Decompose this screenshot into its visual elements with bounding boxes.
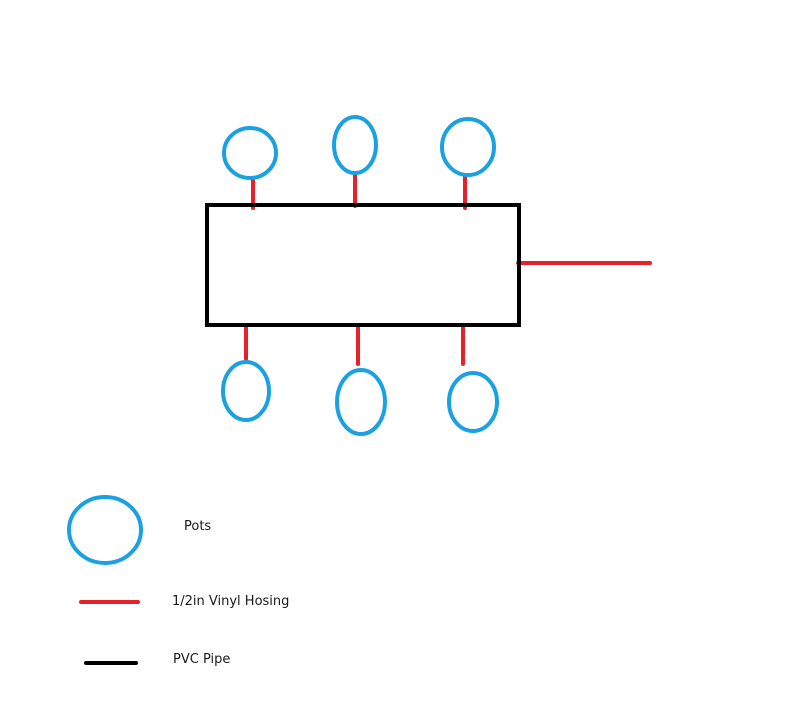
pot-bottom-1 xyxy=(221,360,271,422)
pvc-pipe-loop xyxy=(205,203,521,327)
legend-pvc-label: PVC Pipe xyxy=(173,652,231,667)
legend-pot-icon xyxy=(67,495,143,565)
pot-top-3 xyxy=(440,117,496,177)
pot-bottom-3 xyxy=(447,371,499,433)
legend-pots-label: Pots xyxy=(184,519,212,534)
legend-hose-label: 1/2in Vinyl Hosing xyxy=(172,594,290,609)
pot-bottom-2 xyxy=(335,368,387,436)
pot-top-2 xyxy=(332,115,378,175)
pot-top-1 xyxy=(222,126,278,180)
